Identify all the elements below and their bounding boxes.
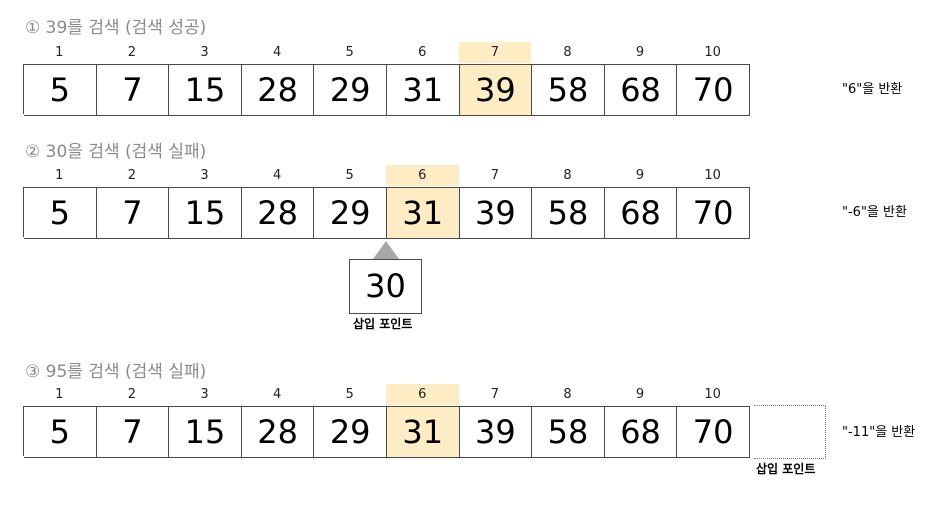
index-label: 9 xyxy=(635,168,645,183)
index-label: 6 xyxy=(385,165,459,186)
array-cell: 31 xyxy=(386,406,460,458)
index-label: 8 xyxy=(563,168,572,183)
index-label: 3 xyxy=(200,168,209,183)
array-cell: 31 xyxy=(386,64,460,116)
section-2-insert-label: 삽입 포인트 xyxy=(353,317,413,331)
section-1-result: "6"을 반환 xyxy=(842,82,903,97)
array-cell: 15 xyxy=(169,187,242,239)
array-cell: 28 xyxy=(241,64,315,116)
array-cell: 7 xyxy=(96,64,170,116)
array-cell: 7 xyxy=(96,406,170,458)
index-label: 6 xyxy=(418,45,427,60)
insertion-pointer-arrow xyxy=(373,241,399,259)
index-label: 4 xyxy=(272,387,282,402)
index-label: 1 xyxy=(55,387,64,402)
index-label: 5 xyxy=(345,168,354,183)
array-cell: 58 xyxy=(532,64,605,116)
section-3-title: ③ 95를 검색 (검색 실패) xyxy=(25,362,207,382)
array-cell: 58 xyxy=(532,406,605,458)
insertion-empty-cell xyxy=(754,405,826,459)
array-cell: 39 xyxy=(459,187,533,239)
index-label: 1 xyxy=(55,168,64,183)
index-label: 6 xyxy=(385,384,459,405)
section-3-insert-label: 삽입 포인트 xyxy=(756,462,816,476)
array-cell: 29 xyxy=(314,406,387,458)
section-1-index-row: 1 2 3 4 5 6 7 8 9 10 xyxy=(23,42,749,63)
array-cell: 70 xyxy=(677,406,750,458)
index-label: 8 xyxy=(563,45,572,60)
array-cell: 28 xyxy=(241,406,315,458)
array-cell: 29 xyxy=(314,64,387,116)
array-cell: 5 xyxy=(24,187,97,239)
section-2-result: "-6"을 반환 xyxy=(842,205,907,220)
section-3-result: "-11"을 반환 xyxy=(842,425,916,440)
array-cell: 15 xyxy=(169,406,242,458)
array-cell: 15 xyxy=(169,64,242,116)
array-cell: 28 xyxy=(241,187,315,239)
index-label: 8 xyxy=(563,387,572,402)
section-2-title: ② 30을 검색 (검색 실패) xyxy=(25,142,207,162)
index-label: 3 xyxy=(200,45,209,60)
array-cell: 31 xyxy=(386,187,460,239)
index-label: 5 xyxy=(345,45,354,60)
array-cell: 68 xyxy=(604,64,678,116)
array-cell: 7 xyxy=(96,187,170,239)
section-3-index-row: 1 2 3 4 5 6 7 8 9 10 xyxy=(23,384,749,405)
array-cell: 70 xyxy=(677,64,750,116)
array-cell: 58 xyxy=(532,187,605,239)
index-label: 10 xyxy=(704,45,721,60)
index-label: 5 xyxy=(345,387,354,402)
index-label: 4 xyxy=(272,45,282,60)
insert-value-box: 30 xyxy=(349,259,422,314)
array-cell: 5 xyxy=(24,64,97,116)
index-label: 4 xyxy=(272,168,282,183)
index-label: 7 xyxy=(490,168,499,183)
index-label: 7 xyxy=(458,42,532,63)
index-label: 2 xyxy=(127,168,137,183)
array-cell: 39 xyxy=(459,64,533,116)
array-cell: 68 xyxy=(604,187,678,239)
array-cell: 29 xyxy=(314,187,387,239)
index-label: 10 xyxy=(704,387,721,402)
index-label: 2 xyxy=(127,45,137,60)
section-1-title: ① 39를 검색 (검색 성공) xyxy=(25,18,207,38)
index-label: 9 xyxy=(635,387,645,402)
index-label: 9 xyxy=(635,45,645,60)
array-cell: 5 xyxy=(24,406,97,458)
index-label: 2 xyxy=(127,387,137,402)
section-2-index-row: 1 2 3 4 5 6 7 8 9 10 xyxy=(23,165,749,186)
index-label: 3 xyxy=(200,387,209,402)
array-cell: 68 xyxy=(604,406,678,458)
index-label: 7 xyxy=(490,387,499,402)
index-label: 10 xyxy=(704,168,721,183)
array-cell: 39 xyxy=(459,406,533,458)
array-cell: 70 xyxy=(677,187,750,239)
index-label: 1 xyxy=(55,45,64,60)
